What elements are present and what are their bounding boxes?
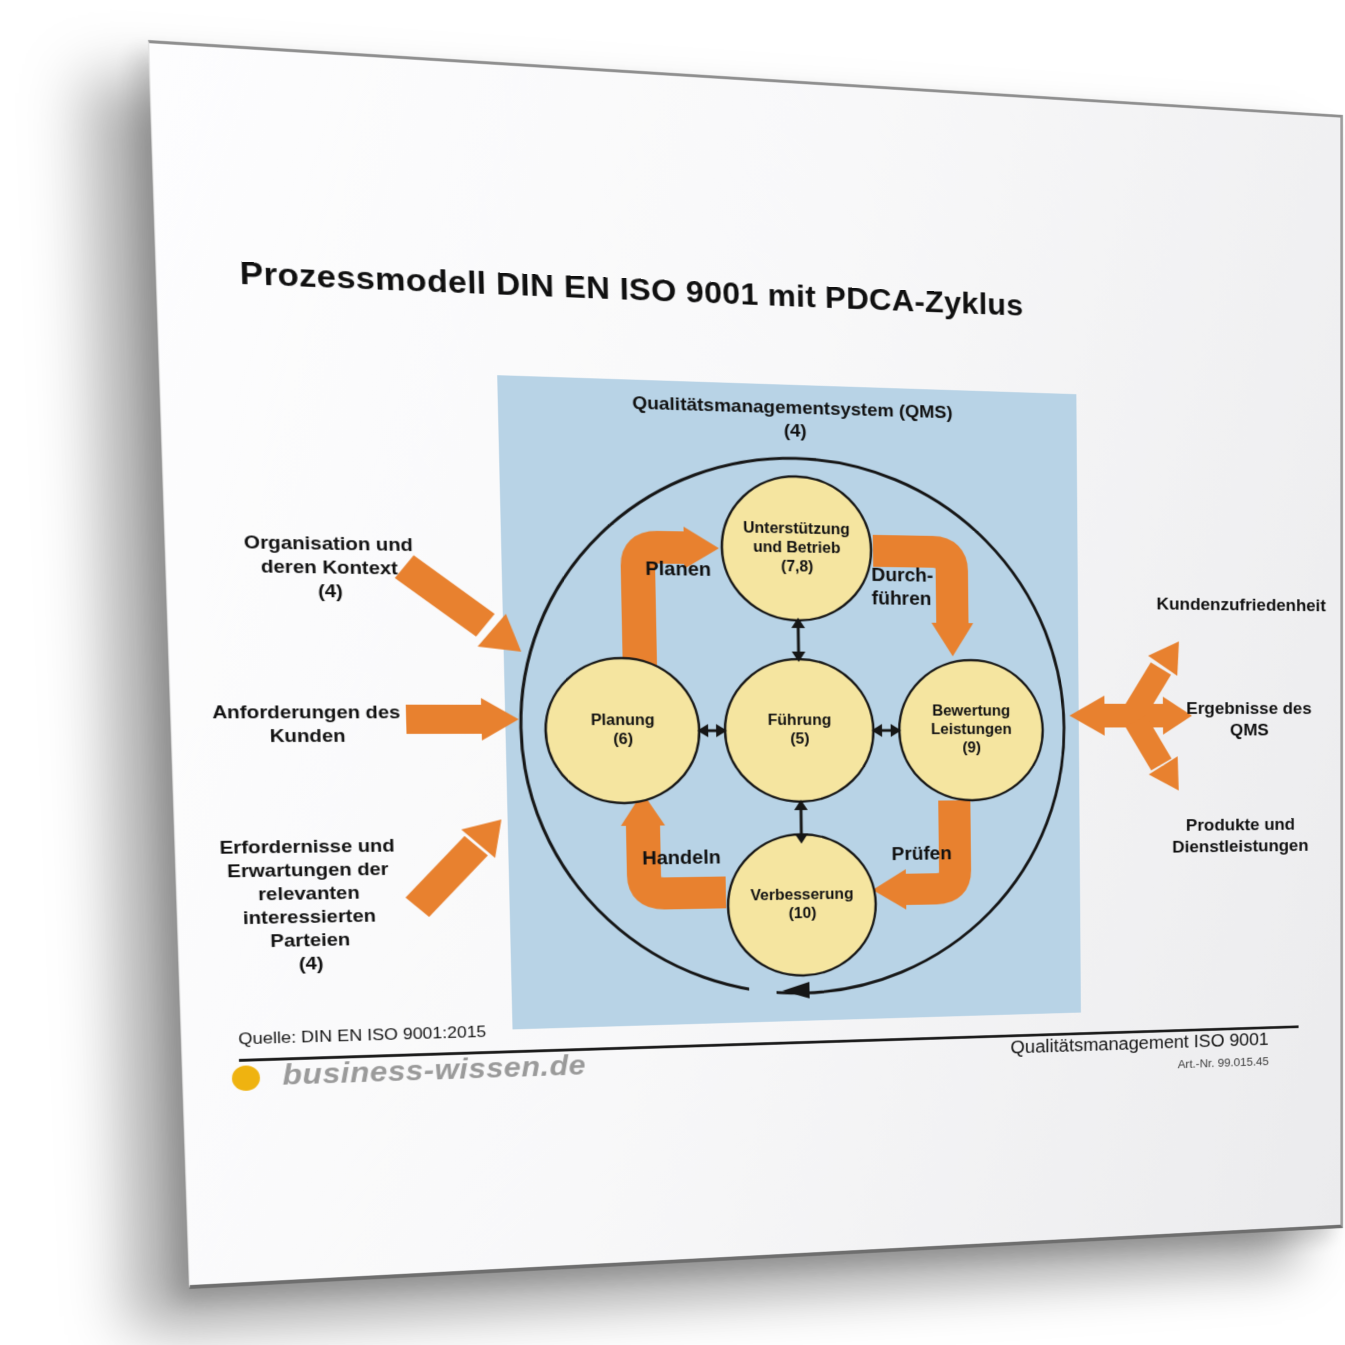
label-planen: Planen (645, 558, 712, 581)
input-arrows (402, 567, 492, 908)
circle-label-planung: Planung (6) (590, 712, 655, 748)
input-arrowhead-up-right-icon (461, 819, 503, 859)
source-note: Quelle: DIN EN ISO 9001:2015 (238, 1022, 487, 1049)
input-label-organisation: Organisation und deren Kontext (4) (243, 532, 414, 603)
input-label-erfordernisse: Erfordernisse und Erwartungen der releva… (219, 836, 395, 975)
label-handeln: Handeln (642, 846, 721, 869)
poster-title: Prozessmodell DIN EN ISO 9001 mit PDCA-Z… (239, 254, 1024, 323)
output-arrowhead-up-right-icon (1148, 641, 1180, 676)
poster-card: Prozessmodell DIN EN ISO 9001 mit PDCA-Z… (148, 40, 1343, 1289)
brand-dot-icon (231, 1065, 261, 1092)
output-arrow-bars (1104, 668, 1167, 765)
output-label-ergebnisse: Ergebnisse des QMS (1186, 699, 1312, 740)
circle-label-fuehrung: Führung (5) (767, 712, 832, 748)
label-pruefen: Prüfen (891, 843, 952, 865)
label-durchfuehren: Durch- führen (871, 564, 934, 610)
output-arrowheads (1069, 641, 1193, 791)
article-number: Art.-Nr. 99.015.45 (1177, 1054, 1269, 1071)
circle-label-bewertung: Bewertung Leistungen (9) (931, 703, 1012, 757)
input-label-anforderungen: Anforderungen des Kunden (211, 702, 401, 747)
circle-label-verbesserung: Verbesserung (10) (750, 886, 854, 923)
circle-label-unterstuetzung: Unterstützung und Betrieb (7,8) (743, 520, 850, 576)
output-arrowhead-down-right-icon (1148, 756, 1179, 791)
output-label-produkte: Produkte und Dienstleistungen (1172, 815, 1309, 858)
output-label-kundenzufriedenheit: Kundenzufriedenheit (1156, 594, 1326, 616)
input-arrow-erfordernisse (416, 846, 478, 908)
